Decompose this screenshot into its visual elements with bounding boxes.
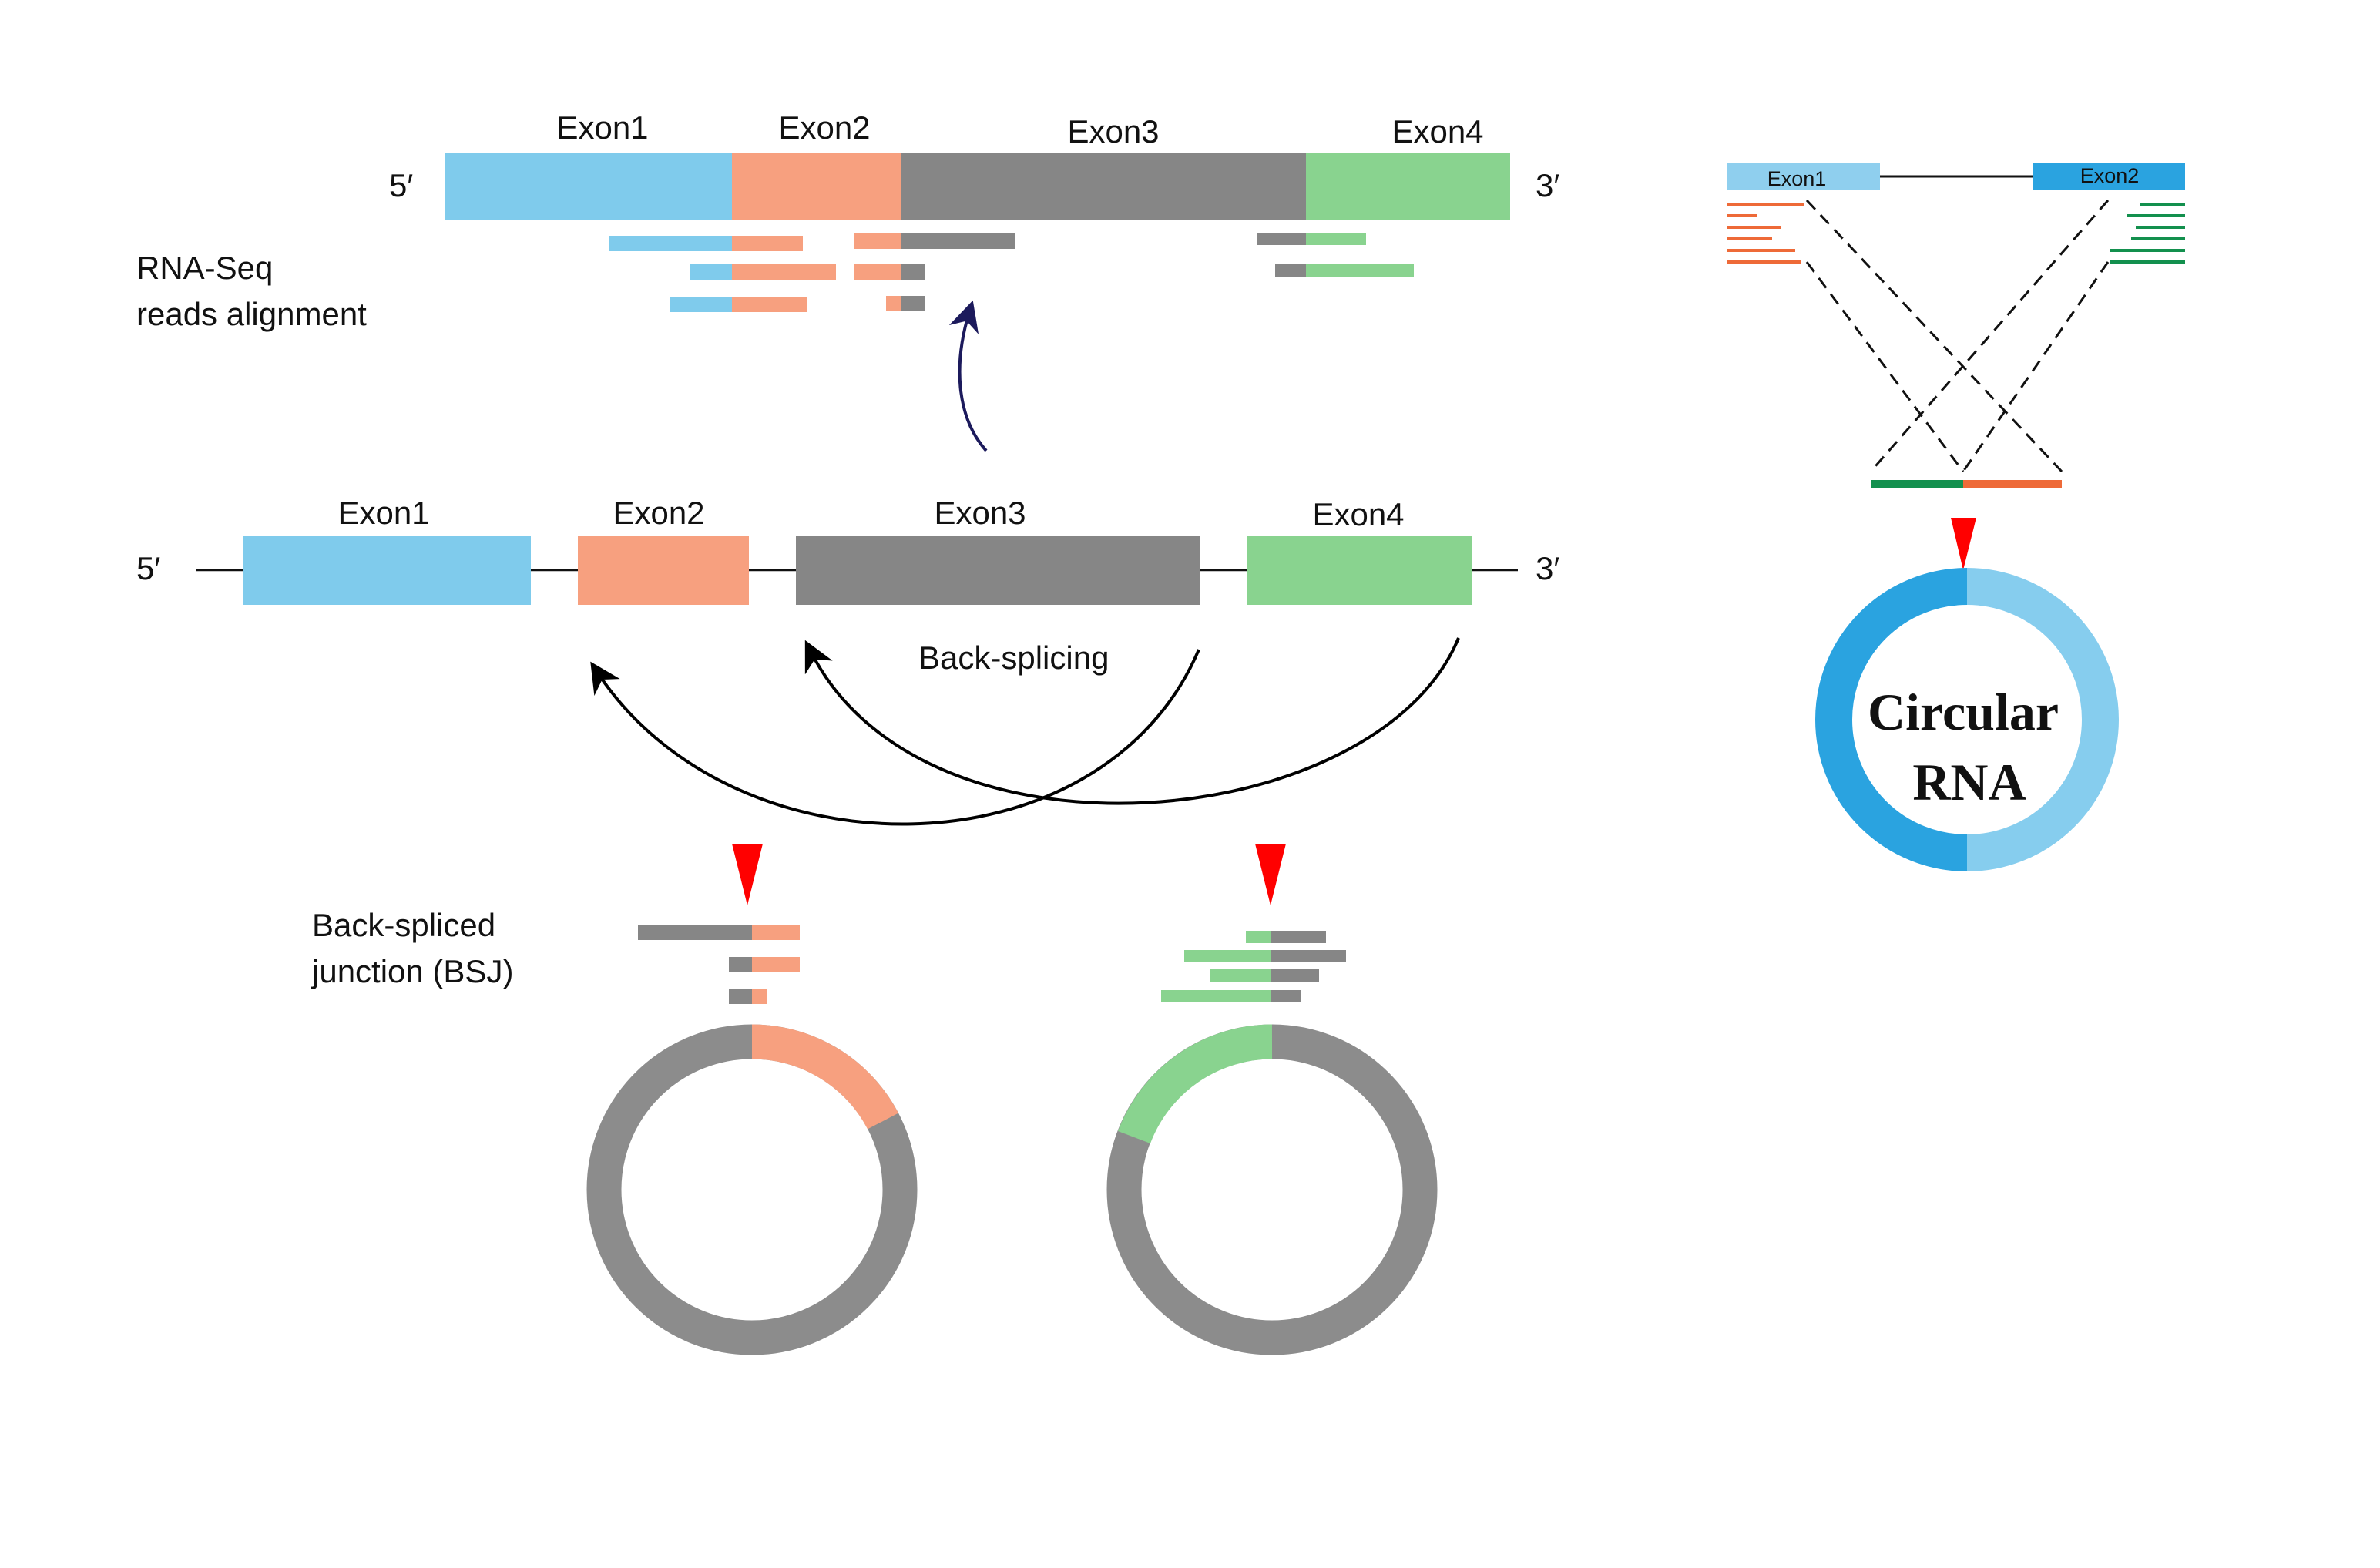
top-exon2-block [732, 153, 901, 220]
ring-exon4-segment [1117, 1024, 1273, 1144]
read-segment [752, 957, 800, 972]
read-segment [1246, 931, 1271, 943]
back-splicing-label: Back-splicing [918, 640, 1109, 676]
read-segment [901, 233, 1015, 249]
navy-up-arrow [948, 300, 988, 452]
top-exon1-label: Exon1 [556, 109, 648, 146]
right-exon2-label: Exon2 [2080, 164, 2140, 187]
read-segment [752, 989, 767, 1004]
top-gene: 5′ 3′ Exon1 Exon2 Exon3 Exon4 [389, 109, 1559, 220]
circrna-ring-exon2-exon3 [586, 1024, 918, 1355]
right-exon2-block [2033, 163, 2185, 190]
aligned-reads [609, 233, 1414, 312]
top-three-prime-label: 3′ [1536, 167, 1559, 203]
top-exon3-label: Exon3 [1067, 113, 1159, 149]
red-marker-right [1255, 844, 1286, 905]
red-marker-left [732, 844, 763, 905]
read-segment [1306, 264, 1414, 277]
read-segment [752, 925, 800, 940]
read-segment [729, 957, 752, 972]
read-segment [901, 296, 925, 311]
red-marker-right-panel [1951, 518, 1976, 570]
back-splice-arc-exon3-to-exon2 [590, 649, 1200, 826]
bsj-reads-left [638, 925, 800, 1004]
ring-exon2-segment [751, 1024, 898, 1130]
top-exon4-label: Exon4 [1391, 113, 1483, 149]
circ-ring-dark-half [1815, 568, 1968, 871]
read-segment [729, 989, 752, 1004]
mid-five-prime-label: 5′ [136, 550, 160, 586]
read-segment [670, 297, 732, 312]
read-segment [854, 233, 901, 249]
mid-exon2-block [578, 536, 749, 605]
read-segment [732, 236, 803, 251]
read-segment [1271, 969, 1319, 982]
read-segment [886, 296, 901, 311]
read-segment [732, 297, 807, 312]
reads-alignment-label-line2: reads alignment [136, 296, 367, 332]
read-segment [1271, 990, 1301, 1002]
mid-exon4-label: Exon4 [1312, 496, 1404, 532]
mid-exon1-block [243, 536, 531, 605]
top-five-prime-label: 5′ [389, 167, 413, 203]
bsj-label-line1: Back-spliced [312, 907, 495, 943]
read-segment [1257, 233, 1306, 245]
mid-three-prime-label: 3′ [1536, 550, 1559, 586]
dash-line [1805, 261, 1965, 472]
top-exon3-block [901, 153, 1306, 220]
read-segment [690, 264, 732, 280]
mid-exon2-label: Exon2 [613, 495, 704, 531]
read-segment [1306, 233, 1366, 245]
read-segment [1184, 950, 1271, 962]
circular-rna-label-line2: RNA [1912, 753, 2026, 811]
top-exon1-block [445, 153, 732, 220]
reads-alignment-label-line1: RNA-Seq [136, 250, 273, 286]
junction-orange-bar [1963, 480, 2062, 488]
back-splice-arc-exon4-to-exon3 [804, 637, 1460, 805]
right-exon1-label: Exon1 [1767, 167, 1827, 190]
top-exon2-label: Exon2 [778, 109, 870, 146]
read-segment [1210, 969, 1271, 982]
read-segment [638, 925, 752, 940]
circular-rna-label-line1: Circular [1868, 683, 2059, 741]
dash-line [1805, 199, 2063, 473]
read-segment [901, 264, 925, 280]
mid-exon3-block [796, 536, 1200, 605]
read-segment [1275, 264, 1306, 277]
junction-mapping-dashes [1805, 199, 2110, 473]
read-segment [1161, 990, 1271, 1002]
bsj-label-line2: junction (BSJ) [311, 953, 513, 989]
mid-exon1-label: Exon1 [337, 495, 429, 531]
circrna-ring-exon3-exon4 [1106, 1024, 1438, 1355]
bsj-reads-right [1161, 931, 1346, 1002]
junction-green-bar [1871, 480, 1963, 488]
read-segment [1271, 931, 1326, 943]
right-exon1-block [1727, 163, 1880, 190]
middle-gene: 5′ 3′ Exon1 Exon2 Exon3 Exon4 [136, 495, 1559, 605]
read-segment [1271, 950, 1346, 962]
mid-exon3-label: Exon3 [934, 495, 1026, 531]
read-segment [609, 236, 732, 251]
right-green-reads [2110, 203, 2185, 264]
dash-line [1869, 200, 2110, 472]
circ-ring-light-half [1966, 568, 2119, 871]
right-orange-reads [1727, 203, 1804, 264]
top-exon4-block [1306, 153, 1510, 220]
right-panel: Exon1 Exon2 [1727, 163, 2185, 871]
read-segment [732, 264, 836, 280]
mid-exon4-block [1247, 536, 1472, 605]
dash-line [1962, 261, 2110, 472]
read-segment [854, 264, 901, 280]
